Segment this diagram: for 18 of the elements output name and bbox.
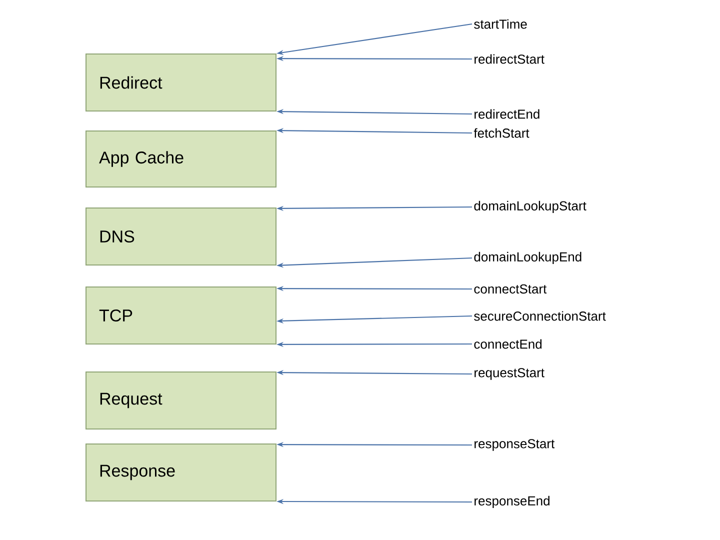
process-box: DNS xyxy=(86,208,276,266)
timing-label: fetchStart xyxy=(474,128,530,138)
timing-label: secureConnectionStart xyxy=(474,311,606,321)
timing-label: responseEnd xyxy=(474,496,550,508)
timing-label: startTime xyxy=(474,19,527,29)
timing-label: connectEnd xyxy=(474,339,542,349)
process-box: App Cache xyxy=(86,130,276,188)
timing-label: domainLookupEnd xyxy=(474,252,582,264)
timing-label: domainLookupStart xyxy=(474,200,586,214)
process-box: Redirect xyxy=(86,54,276,112)
process-box: TCP xyxy=(86,286,276,344)
timing-label: connectStart xyxy=(474,284,547,294)
process-box: Request xyxy=(86,372,276,430)
timing-label: requestStart xyxy=(474,368,544,380)
process-box: Response xyxy=(86,444,276,502)
timing-label: responseStart xyxy=(474,439,555,451)
timing-label: redirectStart xyxy=(474,54,544,64)
timing-label: redirectEnd xyxy=(474,109,540,119)
